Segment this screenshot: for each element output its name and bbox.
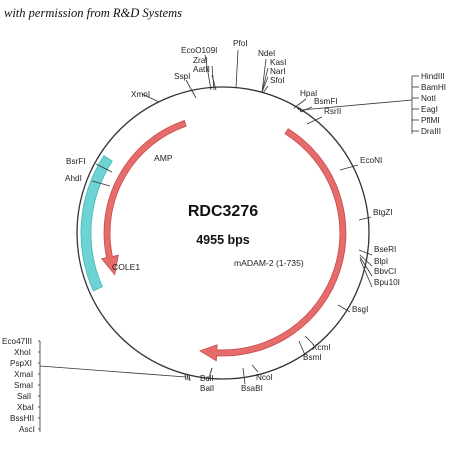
site-label: BsaBI: [241, 384, 263, 393]
site-label: PfoI: [233, 39, 248, 48]
site-label: BsmFI: [314, 97, 338, 106]
mcs-site-label: SalI: [17, 392, 31, 401]
site-leader-line: [207, 367, 213, 382]
site-leader-line: [95, 163, 113, 173]
site-leader-line: [339, 164, 359, 171]
site-label: KasI: [270, 58, 286, 67]
site-leader-line: [306, 116, 323, 125]
site-leader-line: [204, 54, 212, 91]
site-label: Bpu10I: [374, 278, 400, 287]
mcs-site-label: SmaI: [14, 381, 33, 390]
site-leader-line: [359, 258, 373, 288]
mcs-site-label: BamHI: [421, 83, 446, 92]
site-label: NdeI: [258, 49, 275, 58]
site-leader-line: [242, 367, 246, 385]
site-label: BalI: [200, 384, 214, 393]
mcs-site-label: EagI: [421, 105, 438, 114]
mcs-site-label: XhoI: [14, 348, 31, 357]
site-label: SspI: [174, 72, 190, 81]
site-leader-line: [337, 304, 351, 313]
mcs-site-label: XmaI: [14, 370, 33, 379]
permission-note: with permission from R&D Systems: [4, 6, 183, 20]
mcs-site-label: PflMI: [421, 116, 440, 125]
mcs-site-label: AscI: [19, 425, 35, 434]
site-label: BbvCI: [374, 267, 396, 276]
site-label: HpaI: [300, 89, 317, 98]
site-leader-line: [293, 98, 307, 109]
site-leader-line: [304, 335, 315, 346]
site-leader-line: [298, 340, 306, 356]
site-label: XcmI: [312, 343, 331, 352]
site-leader-line: [141, 93, 160, 103]
plasmid-backbone: [76, 86, 370, 380]
site-label: SfoI: [270, 76, 285, 85]
site-label: BlpI: [374, 257, 388, 266]
mcs-site-label: NotI: [421, 94, 436, 103]
site-label: BtgZI: [373, 208, 393, 217]
site-leader-line: [211, 74, 217, 91]
site-label: NarI: [270, 67, 285, 76]
mcs-site-label: PspXI: [10, 359, 32, 368]
site-leader-line: [261, 76, 269, 93]
site-leader-line: [262, 85, 269, 94]
site-label: BseRI: [374, 245, 396, 254]
site-leader-line: [359, 256, 373, 277]
feature-label-madam2: mADAM-2 (1-735): [234, 258, 304, 268]
site-leader-line: [91, 180, 111, 187]
site-label: ZraI: [193, 56, 208, 65]
site-leader-line: [39, 365, 187, 378]
plasmid-size: 4955 bps: [196, 233, 250, 247]
amp-feature-arrow: [100, 119, 187, 276]
site-label: XmnI: [131, 90, 150, 99]
site-label: EcoO109I: [181, 46, 217, 55]
mcs-tick-left: [184, 373, 191, 382]
madam2-feature-arrow: [199, 128, 347, 362]
site-label: BsrFI: [66, 157, 86, 166]
site-label: EcoNI: [360, 156, 382, 165]
site-leader-line: [261, 67, 269, 93]
feature-label-cole1: COLE1: [112, 262, 140, 272]
mcs-site-label: Eco47III: [2, 337, 32, 346]
site-leader-line: [358, 249, 373, 256]
site-label: AhdI: [65, 174, 82, 183]
site-leader-line: [251, 364, 259, 373]
feature-label-amp: AMP: [154, 153, 173, 163]
cole1-origin-feature: [80, 155, 113, 292]
mcs-site-label: XbaI: [17, 403, 34, 412]
mcs-site-label: HindIII: [421, 72, 445, 81]
site-leader-line: [261, 58, 267, 93]
mcs-tick-right: [295, 105, 304, 113]
site-label: RsrII: [324, 107, 341, 116]
plasmid-name: RDC3276: [188, 203, 258, 220]
site-label: BsmI: [303, 353, 322, 362]
site-leader-line: [359, 254, 373, 267]
mcs-site-label: DraIII: [421, 127, 441, 136]
site-label: AatII: [193, 65, 210, 74]
mcs-site-label: BssHII: [10, 414, 34, 423]
site-leader-line: [300, 99, 413, 111]
site-label: BclI: [200, 374, 214, 383]
site-label: BsgI: [352, 305, 368, 314]
site-leader-line: [235, 49, 239, 89]
site-leader-line: [185, 79, 197, 99]
site-label: NcoI: [256, 373, 273, 382]
site-leader-line: [358, 216, 372, 221]
